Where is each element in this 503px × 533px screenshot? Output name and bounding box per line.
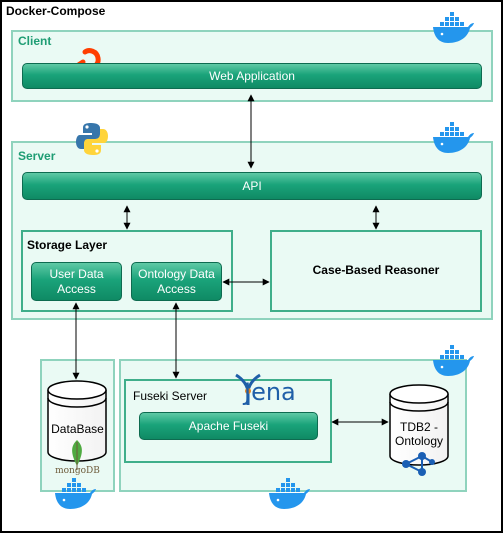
apache-fuseki-label: Apache Fuseki <box>188 419 269 433</box>
tdb-label-line-1: TDB2 - <box>399 420 438 434</box>
api-label: API <box>242 179 262 193</box>
ontology-network-icon <box>402 452 435 476</box>
python-logo-icon <box>76 123 108 155</box>
docker-icon-server <box>433 122 474 153</box>
web-application-bar: Web Application <box>22 63 482 89</box>
docker-icon-tdb <box>433 345 474 376</box>
tdb-label-line-2: Ontology <box>394 434 444 448</box>
database-cylinder <box>47 380 107 462</box>
web-application-label: Web Application <box>209 69 295 83</box>
user-data-access-box: User Data Access <box>31 262 122 301</box>
apache-fuseki-bar: Apache Fuseki <box>139 412 318 440</box>
jena-logo-icon <box>235 373 261 405</box>
reasoner-box <box>270 230 482 312</box>
tdb-cylinder <box>389 384 449 466</box>
docker-icon-client <box>433 12 474 43</box>
diagram-title: Docker-Compose <box>6 4 106 18</box>
mongodb-leaf-icon <box>72 440 82 470</box>
fuseki-server-label: Fuseki Server <box>133 389 208 403</box>
ontology-data-access-line-2: Access <box>157 282 196 296</box>
storage-layer-label: Storage Layer <box>27 238 108 252</box>
database-label: DataBase <box>51 422 104 436</box>
mongodb-logo-text: mongoDB <box>55 466 100 476</box>
api-bar: API <box>22 172 482 200</box>
jena-logo-text: Jena <box>244 378 296 406</box>
ontology-data-access-line-1: Ontology Data <box>138 267 215 281</box>
ontology-data-access-box: Ontology Data Access <box>131 262 222 301</box>
docker-icon-database <box>55 478 96 509</box>
client-label: Client <box>18 34 52 48</box>
reasoner-label: Case-Based Reasoner <box>312 263 440 277</box>
server-label: Server <box>18 149 56 163</box>
docker-icon-fuseki <box>269 478 310 509</box>
user-data-access-line-2: Access <box>57 282 96 296</box>
user-data-access-line-1: User Data <box>49 267 104 281</box>
